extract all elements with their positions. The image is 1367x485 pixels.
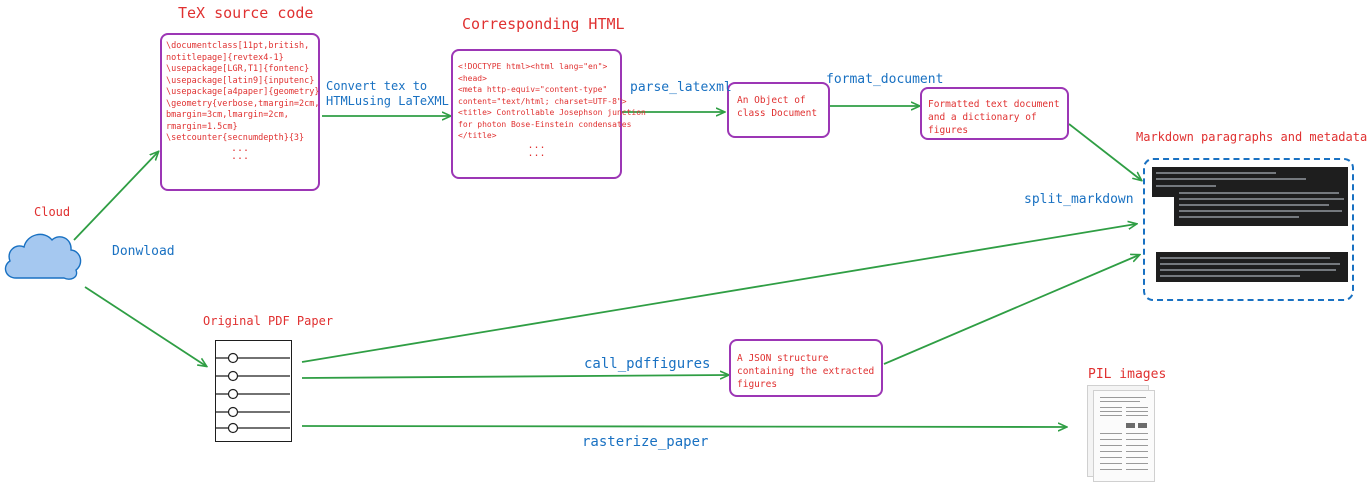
tex-line-3: \usepackage[LGR,T1]{fontenc} — [166, 64, 310, 74]
arrow-cloud-to-pdf — [84, 286, 206, 366]
document-object-text: An Object of class Document — [737, 95, 818, 119]
tex-source-title: TeX source code — [178, 4, 314, 22]
formatted-document-text: Formatted text document and a dictionary… — [928, 99, 1060, 136]
html-line-5: <title> Controllable Josephson junction — [458, 108, 646, 117]
edge-label-download: Donwload — [112, 244, 175, 259]
arrow-pdf-to-pil — [301, 426, 1066, 427]
markdown-title: Markdown paragraphs and metadata — [1136, 130, 1367, 144]
edge-label-call-pdffigures: call_pdffigures — [584, 356, 711, 372]
html-line-7: </title> — [458, 131, 497, 140]
document-object-box: An Object of class Document — [727, 82, 830, 138]
html-source-box: <!DOCTYPE html><html lang="en"> <head> <… — [451, 49, 646, 179]
html-line-1: <!DOCTYPE html><html lang="en"> — [458, 62, 608, 71]
tex-line-5: \usepackage[a4paper]{geometry} — [166, 87, 320, 97]
html-line-3: <meta http-equiv="content-type" — [458, 85, 608, 94]
pdf-title: Original PDF Paper — [203, 314, 334, 328]
tex-line-1: \documentclass[11pt,british, — [166, 41, 310, 51]
pil-title: PIL images — [1088, 367, 1167, 382]
markdown-preview-panel-2 — [1174, 188, 1348, 226]
tex-line-9: \setcounter{secnumdepth}{3} — [166, 133, 305, 143]
tex-ellipsis-2: ... — [230, 150, 250, 162]
html-ellipsis-2: ... — [527, 147, 546, 159]
tex-line-4: \usepackage[latin9]{inputenc} — [166, 75, 315, 86]
markdown-output-box — [1143, 158, 1354, 301]
cloud-icon — [4, 233, 82, 280]
arrow-cloud-to-tex — [73, 152, 158, 241]
html-ellipsis-1: ... — [527, 139, 546, 151]
edge-label-rasterize-paper: rasterize_paper — [582, 434, 709, 450]
edge-label-parse-latexml: parse_latexml — [630, 80, 732, 95]
tex-ellipsis-1: ... — [230, 142, 250, 154]
html-source-title: Corresponding HTML — [462, 15, 625, 33]
edge-label-format-document: format_document — [826, 72, 944, 87]
json-structure-text: A JSON structure containing the extracte… — [737, 353, 875, 390]
arrow-pdf-to-markdown — [301, 224, 1136, 363]
page-thumbnail-icon — [1087, 385, 1155, 482]
cloud-label: Cloud — [34, 205, 71, 219]
json-structure-box: A JSON structure containing the extracte… — [729, 339, 883, 397]
document-list-icon — [215, 340, 292, 442]
tex-line-6: \geometry{verbose,tmargin=2cm, — [166, 98, 320, 109]
tex-line-7: bmargin=3cm,lmargin=2cm, — [166, 110, 289, 120]
html-line-4: content="text/html; charset=UTF-8"> — [458, 96, 627, 106]
tex-line-2: notitlepage]{revtex4-1} — [166, 52, 284, 63]
arrow-json-to-markdown — [883, 255, 1139, 365]
arrow-formatted-to-markdown — [1068, 123, 1141, 180]
tex-line-8: rmargin=1.5cm} — [166, 121, 238, 132]
formatted-document-box: Formatted text document and a dictionary… — [920, 87, 1069, 140]
html-line-6: for photon Bose-Einstein condensates — [458, 119, 632, 129]
tex-source-box: \documentclass[11pt,british, notitlepage… — [160, 33, 320, 191]
edge-label-convert: Convert tex to HTMLusing LaTeXML — [326, 79, 449, 108]
arrow-pdf-to-json — [301, 375, 728, 378]
html-line-2: <head> — [458, 73, 487, 83]
edge-label-split-markdown: split_markdown — [1024, 192, 1134, 207]
